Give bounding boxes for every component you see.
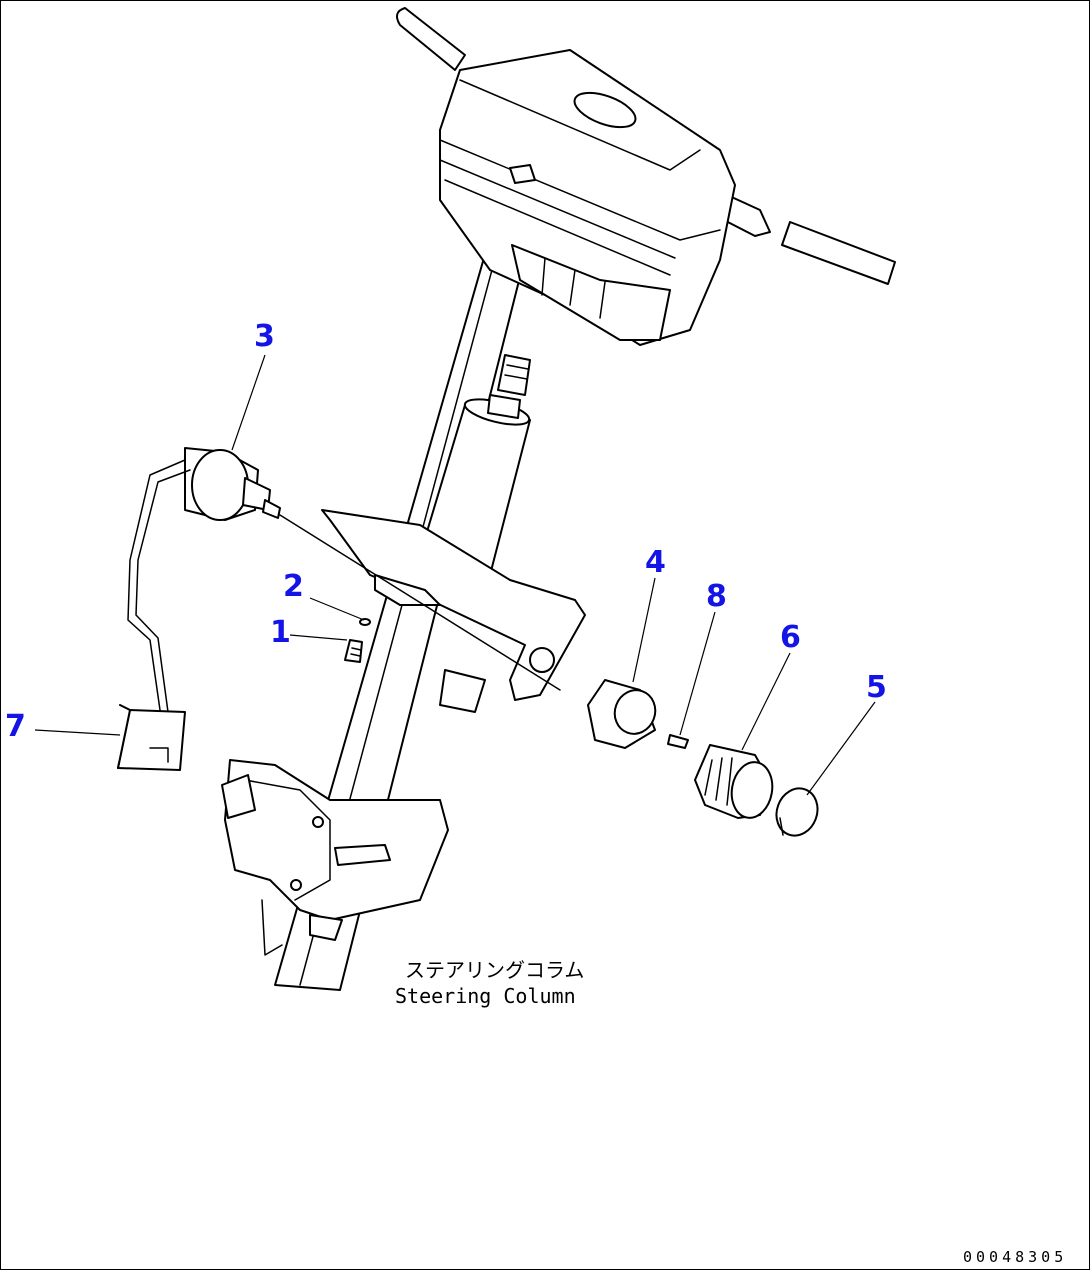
document-number: 00048305 bbox=[963, 1248, 1067, 1266]
part-3-switch bbox=[127, 447, 561, 713]
part-2-washer bbox=[359, 618, 371, 626]
leader-lines bbox=[34, 354, 876, 796]
part-4-ring bbox=[587, 679, 657, 749]
part-7-connector bbox=[117, 704, 186, 771]
caption-english: Steering Column bbox=[395, 984, 576, 1008]
caption: ステアリングコラム Steering Column bbox=[395, 958, 584, 1008]
combination-switch-head bbox=[395, 7, 896, 346]
callout-labels: 1 2 3 4 5 6 7 8 bbox=[5, 319, 887, 744]
part-5-cap bbox=[775, 787, 819, 837]
callout-3: 3 bbox=[254, 319, 275, 354]
callout-2: 2 bbox=[283, 569, 304, 604]
part-8-screw bbox=[667, 734, 689, 749]
callout-4: 4 bbox=[645, 545, 666, 580]
callout-5: 5 bbox=[866, 670, 887, 705]
part-1-screw bbox=[344, 639, 363, 663]
callout-1: 1 bbox=[270, 615, 291, 650]
callout-7: 7 bbox=[5, 709, 26, 744]
callout-6: 6 bbox=[780, 620, 801, 655]
lower-bracket-assembly bbox=[221, 669, 486, 956]
mounting-bracket bbox=[321, 509, 586, 701]
caption-japanese: ステアリングコラム bbox=[405, 958, 584, 982]
part-6-knob bbox=[694, 744, 774, 819]
callout-8: 8 bbox=[706, 579, 727, 614]
